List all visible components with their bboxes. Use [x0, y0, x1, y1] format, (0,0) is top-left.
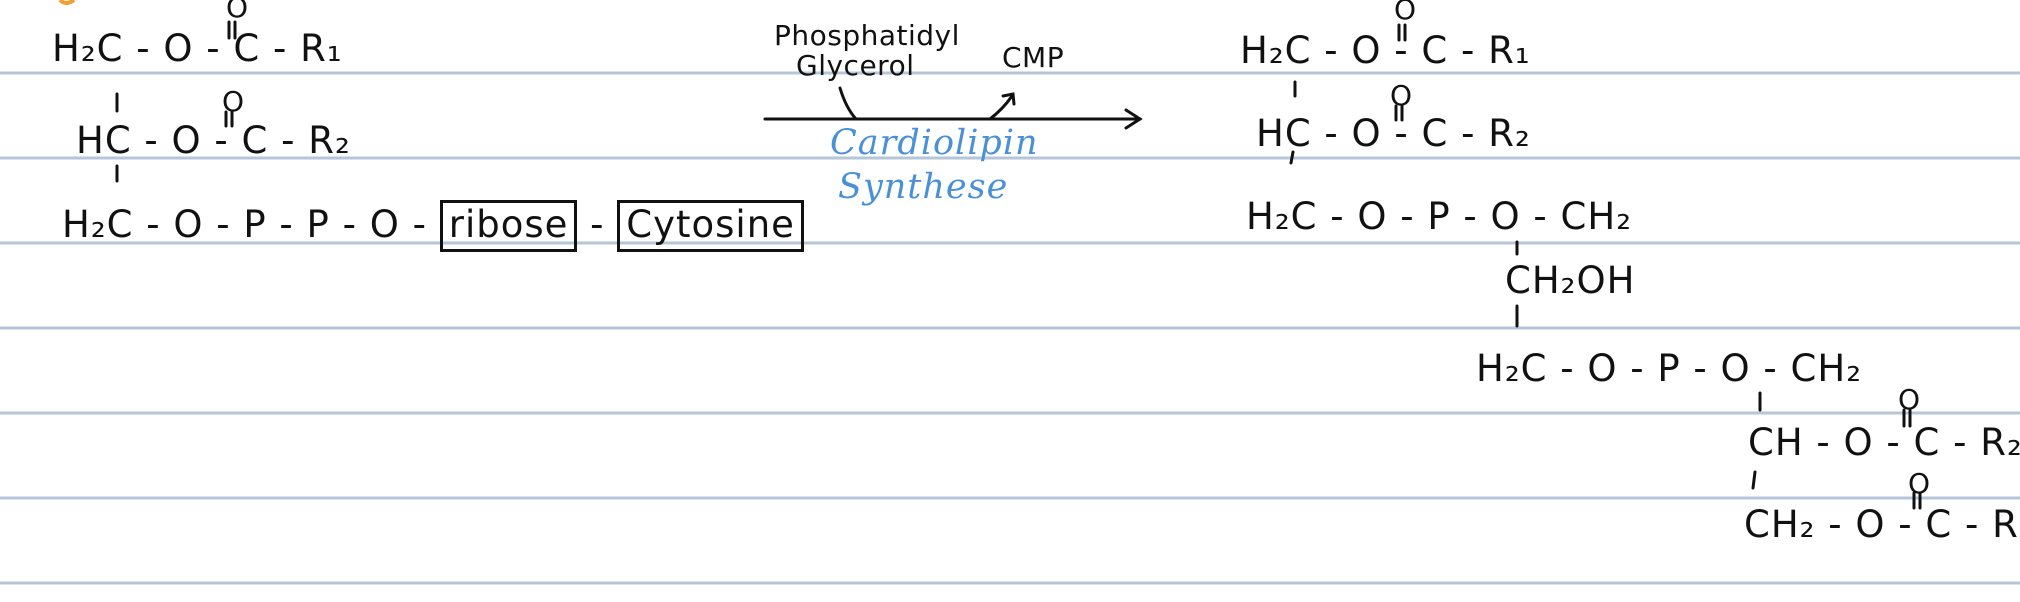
enzyme-label-line-1: Cardiolipin: [830, 123, 1039, 163]
enzyme-label-line-2: Synthese: [838, 167, 1009, 207]
product-carbonyl-oxygen-3: O: [1898, 383, 1921, 416]
reactant-label-line-1: Phosphatidyl: [774, 19, 960, 52]
substrate-row-3: H₂C - O - P - P - O - ribose - Cytosine: [62, 200, 804, 252]
substrate-row-2: HC - O - C - R₂: [76, 119, 351, 162]
product-carbonyl-oxygen-2: O: [1390, 79, 1413, 112]
reactant-in-curve: [838, 86, 858, 121]
product-out-head: [1001, 92, 1016, 106]
ruled-lines: [0, 71, 2020, 585]
box-link-dash: -: [590, 203, 605, 246]
product-row-4: CH₂OH: [1505, 259, 1636, 302]
product-row-7: CH₂ - O - C - R₁: [1744, 503, 2020, 546]
product-row-5: H₂C - O - P - O - CH₂: [1476, 347, 1863, 390]
product-row-1: H₂C - O - C - R₁: [1240, 29, 1531, 72]
product-out-curve: [988, 94, 1014, 121]
substrate-carbonyl-oxygen-1: O: [226, 0, 249, 24]
substrate-row-1: H₂C - O - C - R₁: [52, 27, 343, 70]
ribose-box: ribose: [439, 200, 578, 252]
substrate-phosphate-chain: H₂C - O - P - P - O -: [62, 203, 427, 246]
product-bond-2: [1289, 150, 1295, 165]
product-carbonyl-oxygen-1: O: [1394, 0, 1417, 26]
product-bond-6: [1751, 470, 1757, 490]
reactant-label-line-2: Glycerol: [796, 49, 915, 82]
corner-mark: [58, 0, 76, 5]
product-carbonyl-oxygen-4: O: [1908, 467, 1931, 500]
reaction-arrow-head: [1124, 108, 1143, 130]
product-label-cmp: CMP: [1002, 41, 1065, 74]
substrate-carbonyl-oxygen-2: O: [222, 85, 245, 118]
product-row-6: CH - O - C - R₂: [1748, 421, 2020, 464]
product-row-2: HC - O - C - R₂: [1256, 112, 1531, 155]
product-row-3: H₂C - O - P - O - CH₂: [1246, 195, 1633, 238]
cytosine-box: Cytosine: [617, 200, 804, 252]
